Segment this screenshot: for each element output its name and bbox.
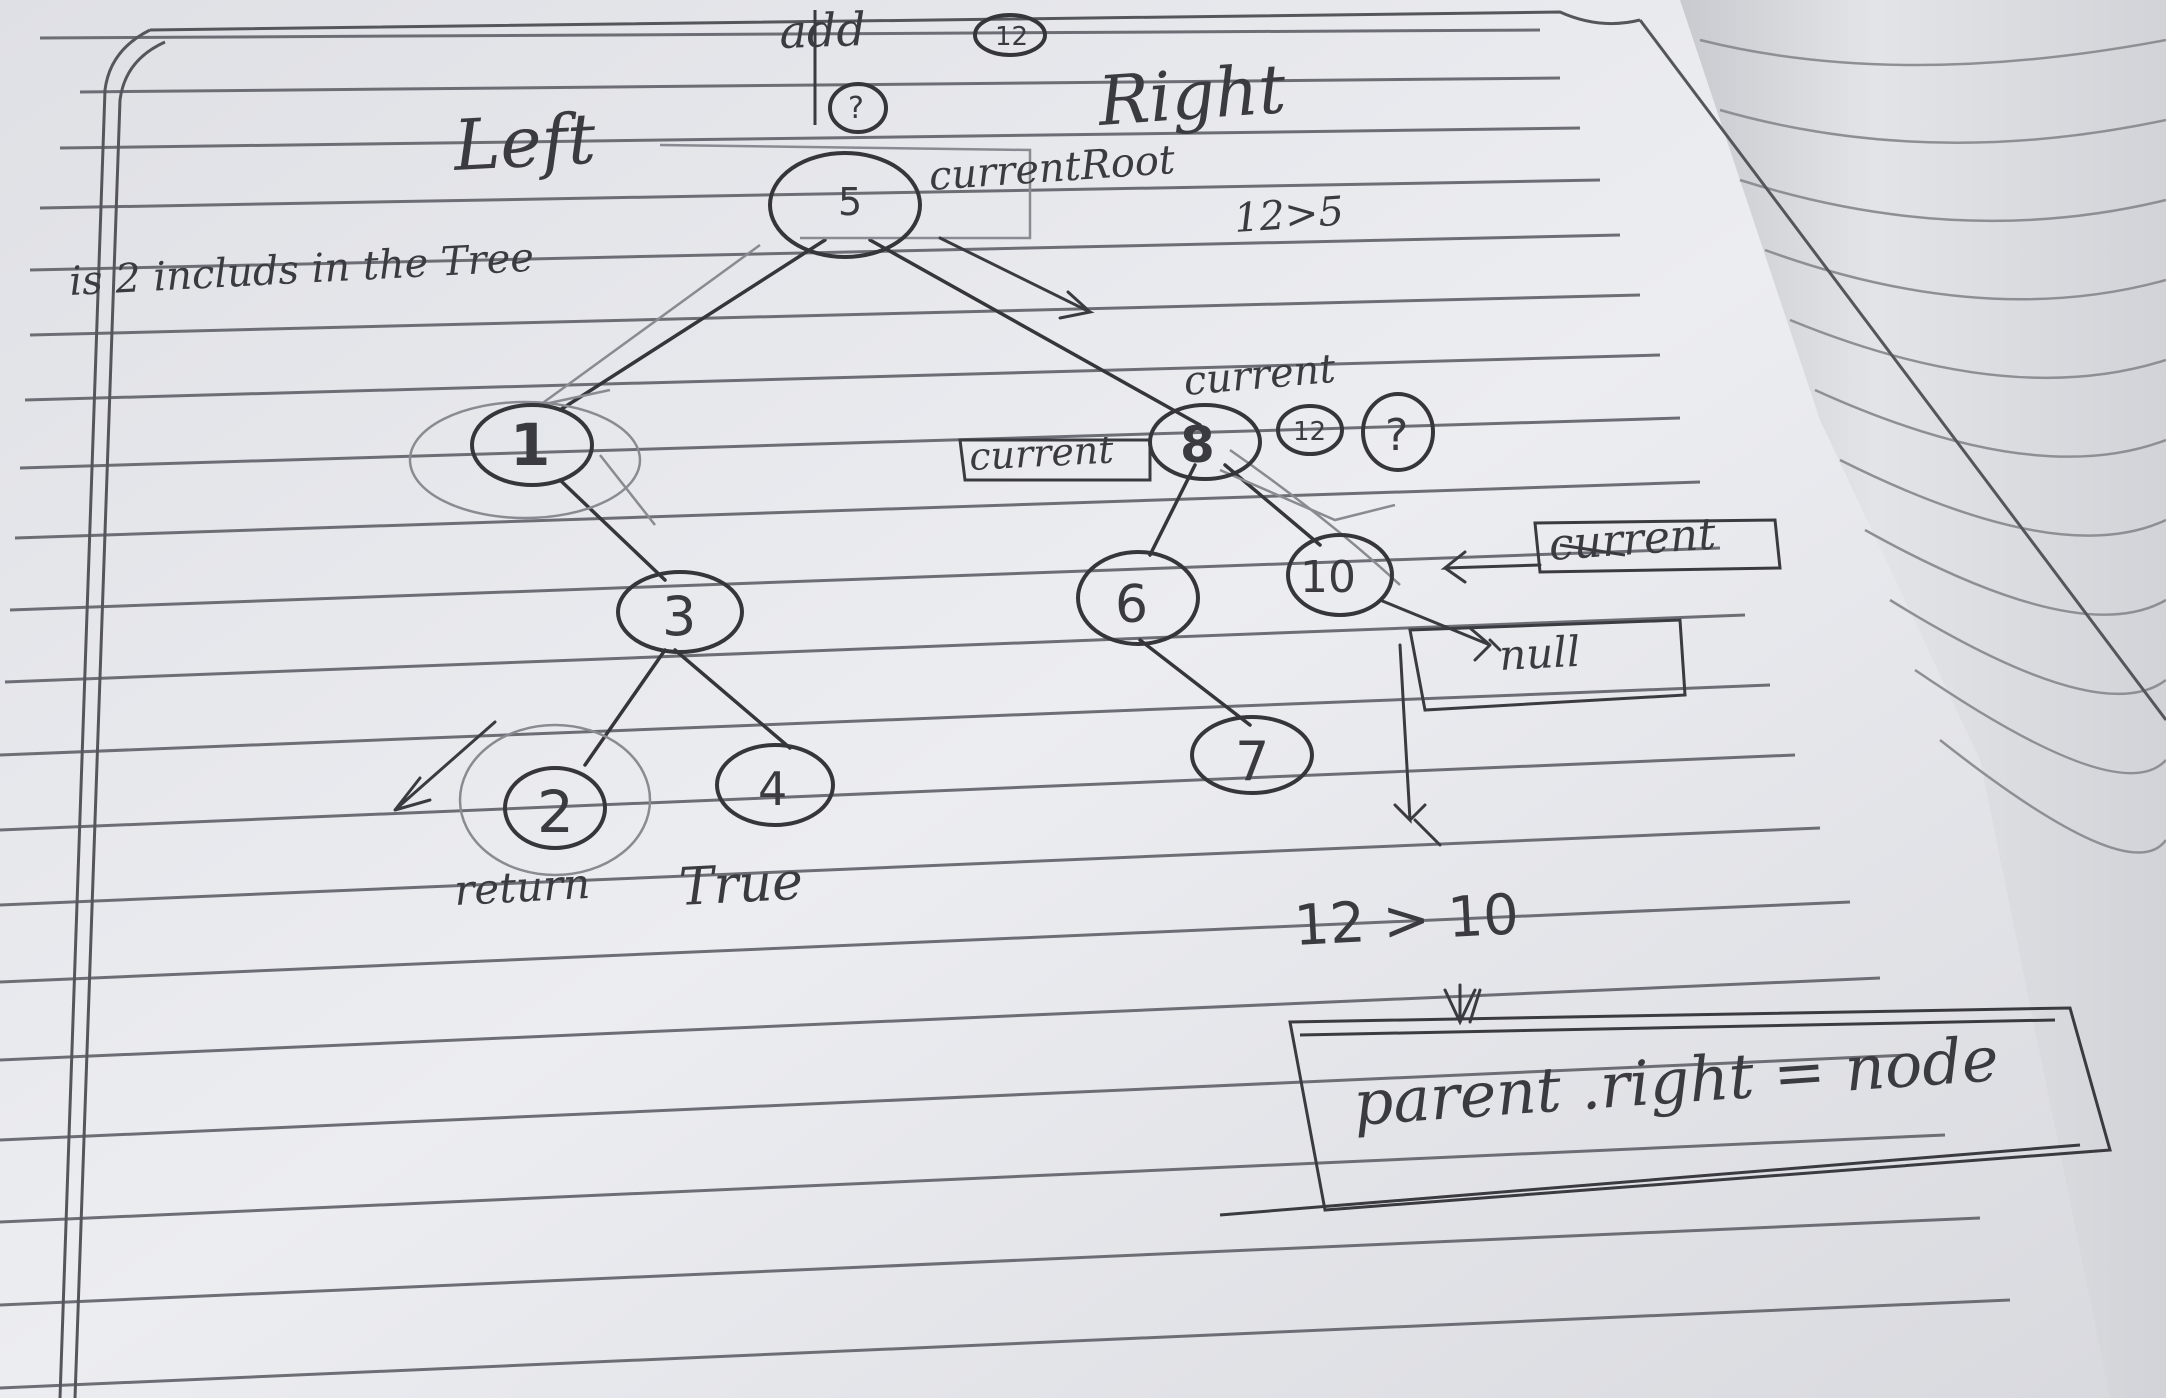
arrows (393, 236, 1542, 1026)
note-mini-12: 12 (1293, 417, 1326, 447)
node-6-label: 6 (1115, 575, 1148, 635)
node-1-label: 1 (510, 411, 550, 479)
rule-lines (0, 28, 2011, 1390)
note-true: True (678, 852, 805, 918)
pencil-traces (408, 143, 1401, 877)
node-circle-root (768, 151, 922, 259)
note-compare-top: 12>5 (1232, 188, 1345, 242)
node-circle-7 (1190, 715, 1314, 795)
node-4-label: 4 (758, 762, 787, 816)
note-compare-bottom: 12 > 10 (1292, 882, 1520, 959)
curled-page (1680, 0, 2166, 1398)
page-border (58, 10, 2166, 1398)
note-left: Left (450, 98, 599, 187)
node-10-label: 10 (1300, 552, 1356, 603)
note-add: add (778, 2, 866, 59)
note-add-value: 12 (995, 22, 1028, 52)
node-circle-1 (470, 403, 594, 487)
mini-circle-q (1361, 392, 1435, 472)
node-circle-10 (1286, 533, 1394, 617)
note-current-box: current (968, 427, 1115, 479)
annotation-boxes (813, 10, 2112, 1217)
note-return: return (453, 859, 591, 915)
node-labels: 5 1 3 2 4 8 6 10 7 (510, 180, 1356, 846)
node-circle-6 (1076, 550, 1200, 646)
node-2-label: 2 (537, 778, 574, 846)
mini-circle-12 (1276, 404, 1344, 456)
note-current-right: current (1547, 508, 1718, 571)
note-null: null (1498, 627, 1581, 680)
mini-circle-top (828, 82, 888, 134)
node-3-label: 3 (662, 585, 696, 648)
mini-circle-add (973, 13, 1047, 57)
node-8-label: 8 (1180, 416, 1215, 474)
node-circle-4 (715, 743, 835, 827)
node-circle-3 (616, 570, 744, 654)
curled-page-lines (1699, 38, 2166, 854)
note-right: Right (1094, 50, 1289, 142)
note-query-mark: ? (848, 91, 864, 126)
node-circle-2 (503, 766, 607, 850)
note-mini-q: ? (1385, 410, 1408, 461)
node-circle-8 (1148, 403, 1262, 481)
node-root-label: 5 (838, 180, 862, 224)
node-7-label: 7 (1235, 730, 1269, 793)
tree-nodes (470, 13, 1435, 850)
